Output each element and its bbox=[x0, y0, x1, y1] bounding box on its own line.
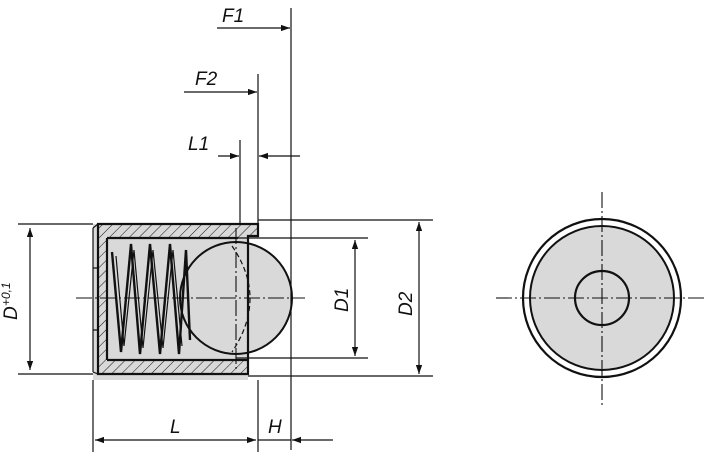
label-F1: F1 bbox=[222, 6, 244, 27]
housing-wall-top bbox=[98, 224, 258, 238]
side-section-view: D +0,1 D1 D2 L H F1 F2 L1 bbox=[0, 6, 433, 452]
housing-wall-left bbox=[98, 238, 107, 360]
label-D1: D1 bbox=[332, 288, 353, 312]
label-D2: D2 bbox=[396, 291, 417, 316]
housing-wall-bottom bbox=[98, 360, 248, 374]
front-view bbox=[496, 192, 707, 405]
label-D: D bbox=[1, 306, 22, 320]
label-H: H bbox=[268, 417, 282, 438]
label-L: L bbox=[170, 417, 181, 438]
inner-bore bbox=[105, 236, 248, 362]
spring-inner bbox=[115, 249, 183, 349]
label-D-tolerance: +0,1 bbox=[0, 282, 13, 306]
housing-rear-edge bbox=[92, 223, 99, 375]
label-L1: L1 bbox=[188, 134, 209, 155]
extension-lines bbox=[18, 8, 433, 452]
label-F2: F2 bbox=[195, 69, 218, 90]
